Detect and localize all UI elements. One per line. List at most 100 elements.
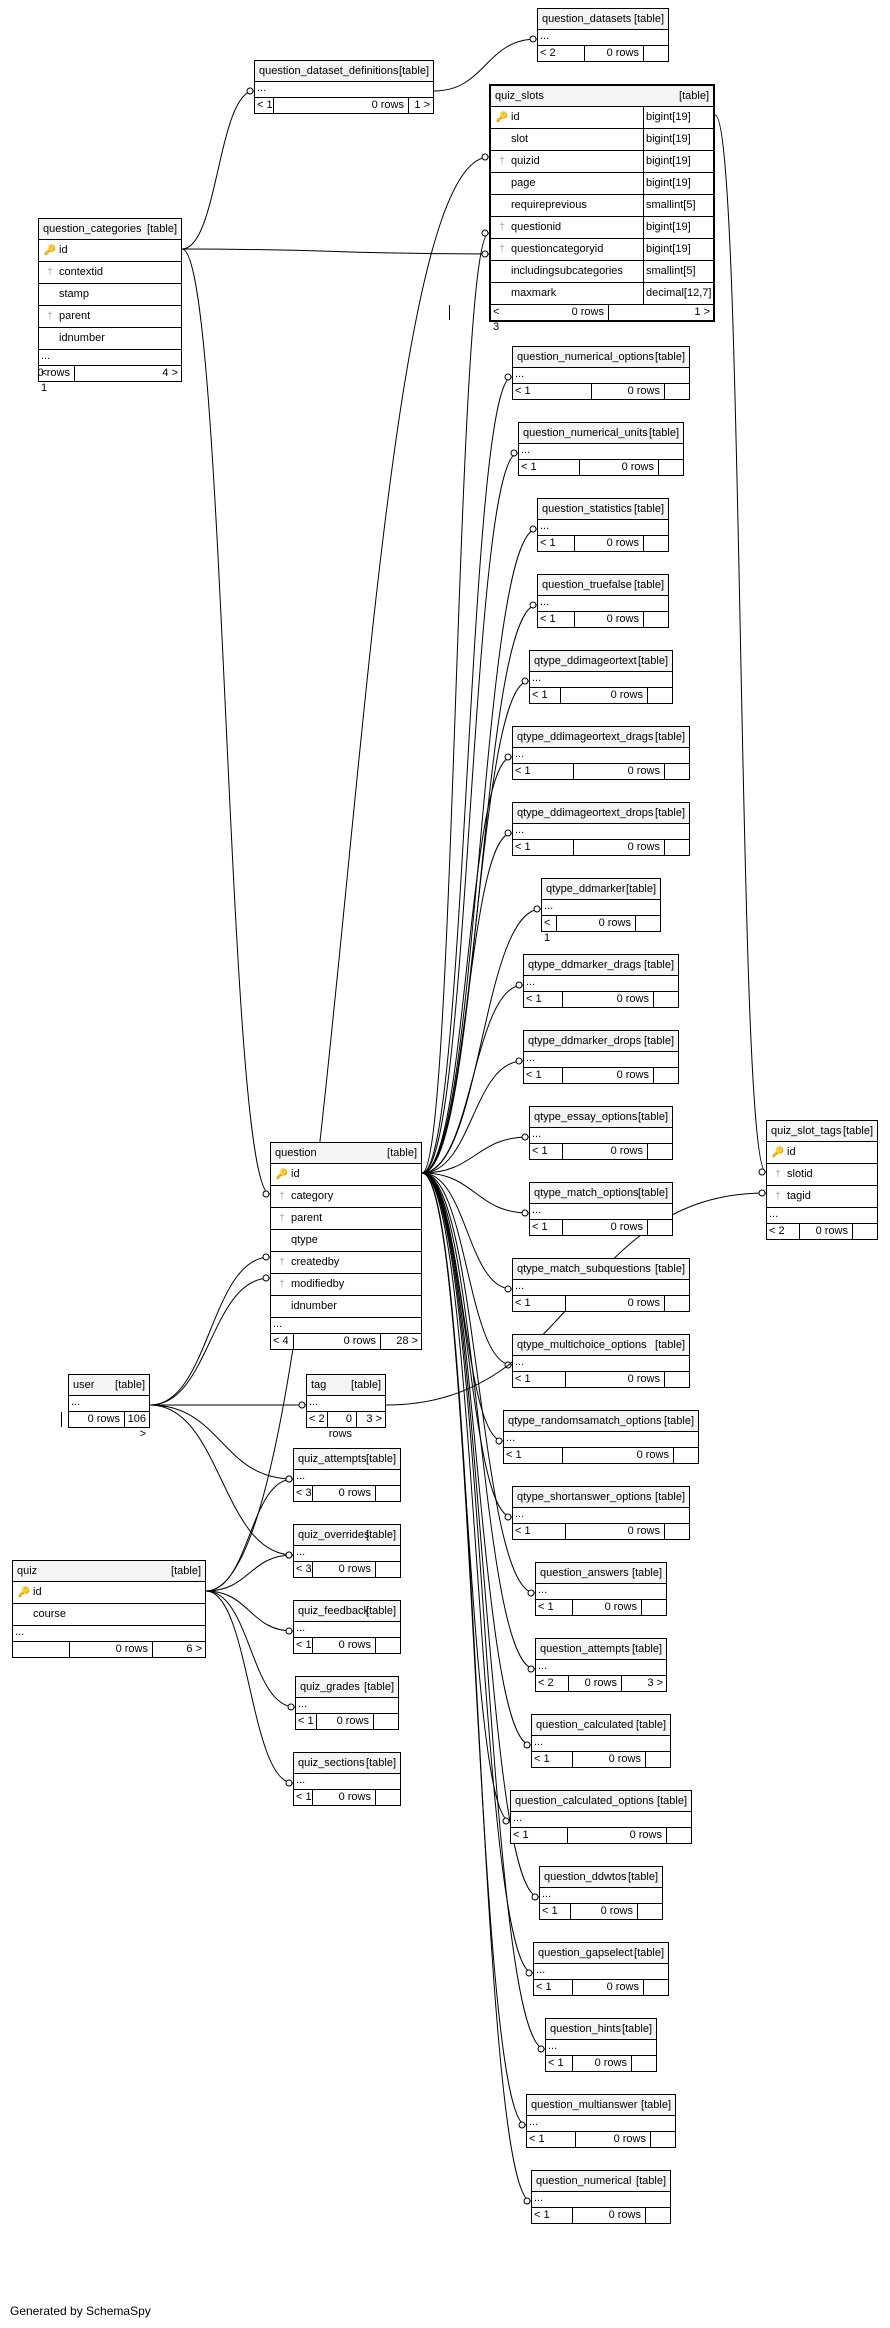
parent-count[interactable]: < 1 (532, 1145, 548, 1157)
table-header[interactable]: qtype_shortanswer_options[table] (513, 1487, 689, 1508)
table-name[interactable]: question_datasets (542, 13, 632, 25)
child-count[interactable] (374, 1714, 398, 1729)
table-name[interactable]: question_categories (43, 223, 142, 235)
child-count[interactable] (665, 1372, 689, 1387)
parent-count[interactable] (15, 1642, 69, 1657)
child-count[interactable] (648, 688, 672, 703)
child-count[interactable] (644, 536, 668, 551)
table-name[interactable]: quiz_grades (300, 1681, 360, 1693)
parent-count[interactable]: < 1 (296, 1791, 312, 1803)
child-count[interactable]: 106 > (127, 1413, 146, 1440)
table-name[interactable]: question_ddwtos (544, 1871, 627, 1883)
table-name[interactable]: qtype_ddimageortext_drags (517, 731, 654, 743)
table-header[interactable]: tag[table] (307, 1375, 385, 1396)
parent-count[interactable]: < 1 (534, 2209, 550, 2221)
parent-count[interactable]: < 1 (298, 1715, 314, 1727)
column-row[interactable]: stamp (39, 284, 181, 306)
child-count[interactable] (376, 1790, 400, 1805)
child-count[interactable]: 28 > (396, 1335, 418, 1347)
table-header[interactable]: question_truefalse[table] (538, 575, 668, 596)
table-header[interactable]: qtype_match_subquestions[table] (513, 1259, 689, 1280)
parent-count[interactable]: < 1 (515, 385, 531, 397)
table-header[interactable]: question_calculated[table] (532, 1715, 670, 1736)
column-row[interactable]: 🔑id (271, 1164, 421, 1186)
table-name[interactable]: question_attempts (540, 1643, 630, 1655)
child-count[interactable] (667, 1828, 691, 1843)
table-header[interactable]: question_statistics[table] (538, 499, 668, 520)
table-header[interactable]: question_multianswer[table] (527, 2095, 675, 2116)
table-header[interactable]: question_answers[table] (536, 1563, 666, 1584)
column-row[interactable]: †createdby (271, 1252, 421, 1274)
table-name[interactable]: qtype_randomsamatch_options (508, 1415, 662, 1427)
table-header[interactable]: question[table] (271, 1143, 421, 1164)
table-name[interactable]: quiz (17, 1565, 38, 1577)
child-count[interactable] (644, 1980, 668, 1995)
child-count[interactable] (654, 1068, 678, 1083)
table-header[interactable]: qtype_ddimageortext_drags[table] (513, 727, 689, 748)
parent-count[interactable]: < 1 (521, 461, 537, 473)
child-count[interactable] (632, 2056, 656, 2071)
parent-count[interactable]: < 1 (515, 1373, 531, 1385)
column-row[interactable]: 🔑id (767, 1142, 877, 1164)
child-count[interactable] (665, 764, 689, 779)
parent-count[interactable]: < 1 (540, 613, 556, 625)
table-header[interactable]: quiz_sections[table] (294, 1753, 400, 1774)
parent-count[interactable]: < 1 (548, 2057, 564, 2069)
table-header[interactable]: quiz_slot_tags[table] (767, 1121, 877, 1142)
table-name[interactable]: question_numerical (536, 2175, 632, 2187)
column-row[interactable]: †category (271, 1186, 421, 1208)
column-row[interactable]: †modifiedby (271, 1274, 421, 1296)
column-row[interactable]: †contextid (39, 262, 181, 284)
table-name[interactable]: question_answers (540, 1567, 629, 1579)
child-count[interactable] (648, 1220, 672, 1235)
table-header[interactable]: qtype_ddmarker[table] (542, 879, 660, 900)
column-row[interactable]: 🔑id (39, 240, 181, 262)
table-name[interactable]: qtype_ddimageortext_drops (517, 807, 654, 819)
child-count[interactable] (638, 1904, 662, 1919)
table-name[interactable]: question_calculated_options (515, 1795, 654, 1807)
parent-count[interactable]: < 1 (544, 917, 551, 944)
table-header[interactable]: question_datasets[table] (538, 9, 668, 30)
table-name[interactable]: qtype_ddmarker (546, 883, 626, 895)
table-header[interactable]: quiz_overrides[table] (294, 1525, 400, 1546)
child-count[interactable] (659, 460, 683, 475)
table-name[interactable]: question_gapselect (538, 1947, 633, 1959)
child-count[interactable] (646, 1752, 670, 1767)
table-name[interactable]: question_multianswer (531, 2099, 638, 2111)
parent-count[interactable]: < 1 (513, 1829, 529, 1841)
table-name[interactable]: quiz_slot_tags (771, 1125, 842, 1137)
parent-count[interactable]: < 2 (309, 1413, 325, 1425)
child-count[interactable]: 6 > (186, 1643, 202, 1655)
parent-count[interactable]: < 2 (769, 1225, 785, 1237)
table-header[interactable]: qtype_multichoice_options[table] (513, 1335, 689, 1356)
child-count[interactable]: 3 > (366, 1413, 382, 1425)
table-name[interactable]: quiz_sections (298, 1757, 365, 1769)
table-name[interactable]: qtype_match_options (534, 1187, 639, 1199)
column-row[interactable]: 🔑id (13, 1582, 205, 1604)
child-count[interactable] (665, 384, 689, 399)
table-name[interactable]: question_hints (550, 2023, 621, 2035)
table-question-dataset-definitions[interactable]: question_dataset_definitions[table]...< … (254, 60, 434, 114)
table-header[interactable]: qtype_ddmarker_drags[table] (524, 955, 678, 976)
child-count[interactable] (654, 992, 678, 1007)
parent-count[interactable]: < 1 (515, 841, 531, 853)
table-name[interactable]: question_calculated (536, 1719, 634, 1731)
